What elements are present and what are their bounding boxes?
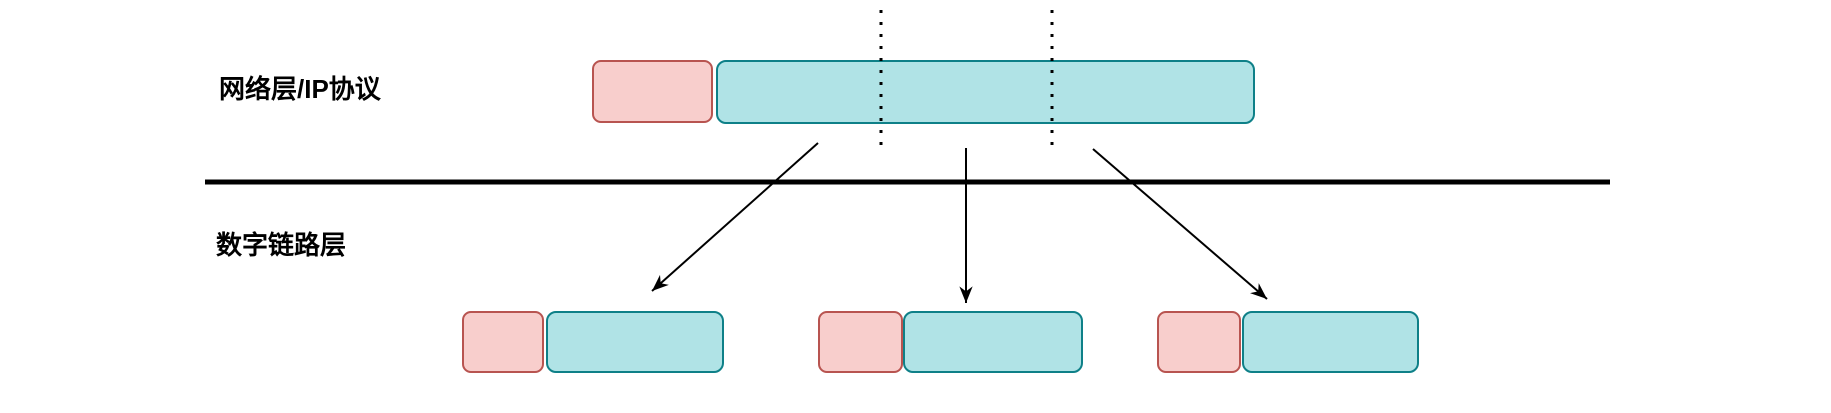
fragment-3-payload-box bbox=[1242, 311, 1419, 373]
fragment-arrow-3 bbox=[1092, 148, 1268, 300]
fragment-1-payload-box bbox=[546, 311, 724, 373]
data-link-layer-label: 数字链路层 bbox=[216, 230, 347, 260]
ip-packet-payload-box bbox=[716, 60, 1255, 124]
fragment-2-payload-box bbox=[903, 311, 1083, 373]
fragment-2-header-box bbox=[818, 311, 903, 373]
fragment-arrow-1 bbox=[651, 142, 819, 292]
network-layer-label: 网络层/IP协议 bbox=[219, 74, 381, 104]
fragment-3-header-box bbox=[1157, 311, 1241, 373]
fragment-1-header-box bbox=[462, 311, 544, 373]
ip-packet-header-box bbox=[592, 60, 713, 123]
